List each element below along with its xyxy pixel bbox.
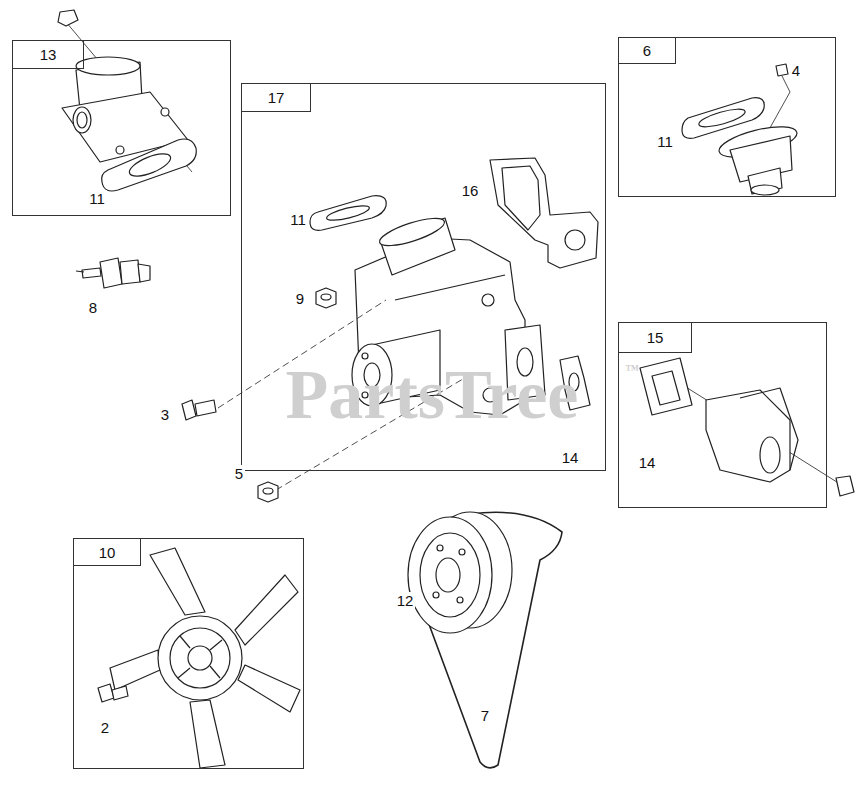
callout-number: 3: [159, 406, 171, 423]
watermark: PartsTree: [286, 360, 579, 430]
callout-number: 11: [87, 190, 107, 207]
callout-number: 4: [790, 62, 802, 79]
group-number: 6: [619, 38, 676, 64]
callout-number: 11: [288, 211, 308, 228]
callout-number: 12: [395, 592, 416, 609]
callout-number: 11: [655, 133, 675, 150]
callout-number: 8: [87, 299, 99, 316]
group-number: 17: [242, 84, 311, 112]
callout-number: 14: [637, 454, 658, 471]
callout-number: 14: [560, 449, 581, 466]
callout-number: 9: [294, 290, 306, 307]
part-group-box: 13: [12, 40, 231, 216]
callout-number: 16: [460, 182, 481, 199]
group-number: 15: [619, 323, 692, 353]
part-group-box: 15: [618, 322, 827, 508]
part-group-box: 6: [618, 37, 836, 197]
callout-number: 2: [99, 719, 111, 736]
callout-number: 7: [479, 707, 491, 724]
group-number: 10: [74, 539, 141, 566]
callout-number: 5: [233, 465, 245, 482]
watermark: ™: [625, 363, 639, 377]
group-number: 13: [13, 41, 84, 69]
